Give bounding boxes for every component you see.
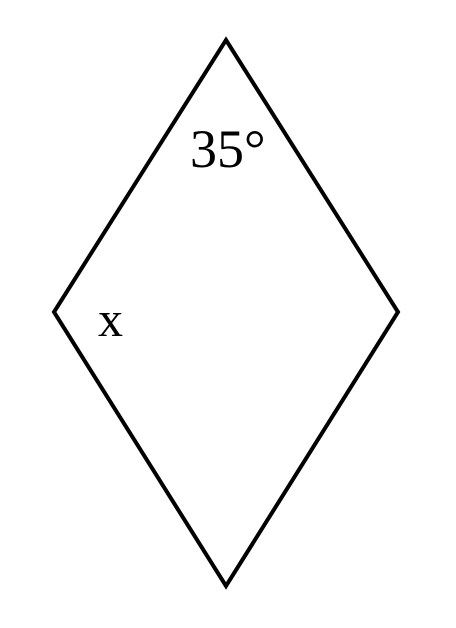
top-angle-label: 35° — [190, 119, 266, 179]
rhombus-outline — [51, 36, 401, 590]
left-angle-label: x — [98, 291, 123, 347]
